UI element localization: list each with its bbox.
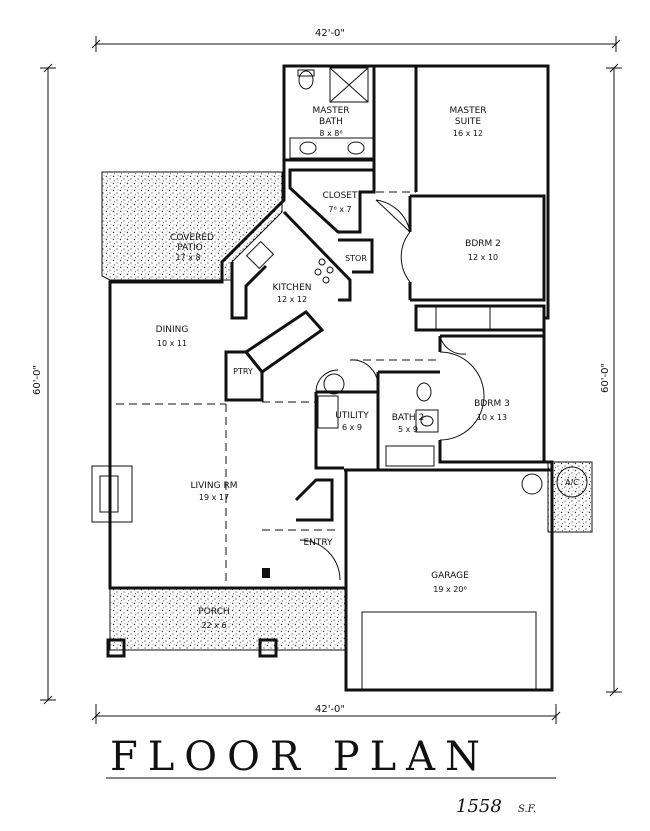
master-bath-name-line2: BATH — [319, 117, 343, 127]
stor-name: STOR — [345, 254, 367, 263]
dimension-bottom-label: 42'-0" — [315, 704, 345, 715]
covered-patio-name-line1: COVERED — [170, 233, 214, 243]
dimension-bottom: 42'-0" — [91, 704, 561, 724]
covered-patio-size: 17 x 8 — [175, 253, 200, 262]
room-boundaries — [116, 191, 440, 584]
ptry-name: PTRY — [233, 367, 253, 376]
bdrm3-name: BDRM 3 — [474, 399, 510, 409]
dimension-right: 60'-0" — [600, 63, 622, 697]
exterior-wall — [108, 64, 554, 692]
room-labels: MASTER BATH 8 x 8⁶ MASTER SUITE 16 x 12 … — [156, 106, 580, 630]
master-bath-name-line1: MASTER — [312, 106, 349, 116]
dimension-top: 42'-0" — [91, 28, 621, 52]
garage-name: GARAGE — [431, 571, 469, 581]
kitchen-size: 12 x 12 — [277, 295, 307, 304]
interior-walls — [224, 66, 552, 588]
dining-size: 10 x 11 — [157, 339, 187, 348]
closet-name: CLOSET — [323, 191, 358, 201]
closet-size: 7⁶ x 7 — [328, 205, 351, 214]
area-unit: S.F. — [518, 804, 536, 815]
dimension-left-label: 60'-0" — [32, 365, 43, 395]
bdrm2-size: 12 x 10 — [468, 253, 498, 262]
porch-size: 22 x 6 — [201, 621, 226, 630]
dimension-right-label: 60'-0" — [600, 363, 611, 393]
bath2-name: BATH 2 — [392, 413, 424, 423]
entry-name: ENTRY — [303, 538, 333, 548]
dimension-left: 60'-0" — [32, 63, 56, 705]
porch-name: PORCH — [198, 607, 229, 617]
bdrm2-name: BDRM 2 — [465, 239, 501, 249]
garage-size: 19 x 20⁶ — [433, 585, 466, 594]
dining-name: DINING — [156, 325, 189, 335]
kitchen-name: KITCHEN — [273, 283, 312, 293]
master-bath-size: 8 x 8⁶ — [319, 129, 342, 138]
utility-name: UTILITY — [335, 411, 369, 421]
door-swings — [299, 199, 485, 581]
utility-size: 6 x 9 — [342, 423, 362, 432]
porch-area — [109, 587, 347, 651]
master-suite-name-line1: MASTER — [449, 106, 486, 116]
living-name: LIVING RM — [190, 481, 237, 491]
area-value: 1558 — [456, 796, 502, 817]
bath2-size: 5 x 9 — [398, 425, 418, 434]
living-size: 19 x 17 — [199, 493, 229, 502]
dimension-top-label: 42'-0" — [315, 28, 345, 39]
master-suite-size: 16 x 12 — [453, 129, 483, 138]
bdrm3-size: 10 x 13 — [477, 413, 507, 422]
drawing-title: FLOOR PLAN — [110, 734, 490, 780]
ac-name: A/C — [565, 478, 579, 487]
fixtures — [91, 67, 588, 691]
master-suite-name-line2: SUITE — [455, 117, 481, 127]
covered-patio-name-line2: PATIO — [177, 243, 203, 253]
